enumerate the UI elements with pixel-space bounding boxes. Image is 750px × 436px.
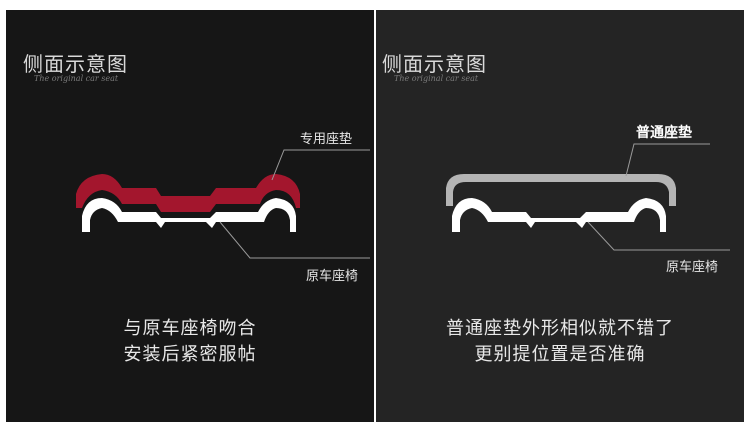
right-panel: 侧面示意图 The original car seat 普通座垫 原车座椅 普通… xyxy=(376,10,744,422)
generic-cushion-shape xyxy=(446,174,676,206)
caption-line-2: 更别提位置是否准确 xyxy=(474,344,646,365)
seat-diagram-fitted xyxy=(76,149,370,259)
seat-leader-line xyxy=(587,221,730,251)
panel-title: 侧面示意图 xyxy=(23,52,128,76)
original-seat-shape xyxy=(82,198,296,232)
panel-subtitle: The original car seat xyxy=(34,74,119,83)
original-seat-shape xyxy=(452,198,666,232)
fitted-cushion-shape xyxy=(76,174,300,212)
seat-label: 原车座椅 xyxy=(666,260,719,275)
panel-title: 侧面示意图 xyxy=(382,52,487,76)
left-panel: 侧面示意图 The original car seat 专用座垫 原车座椅 与原… xyxy=(6,10,374,422)
cushion-label: 专用座垫 xyxy=(300,132,353,147)
panel-subtitle: The original car seat xyxy=(394,74,479,83)
caption-line-2: 安装后紧密服帖 xyxy=(123,344,257,365)
caption-line-1: 普通座垫外形相似就不错了 xyxy=(446,318,674,339)
cushion-label: 普通座垫 xyxy=(636,125,692,141)
seat-label: 原车座椅 xyxy=(306,269,359,284)
seat-leader-line xyxy=(219,221,370,259)
cushion-leader-line xyxy=(271,149,370,181)
cushion-leader-line xyxy=(625,143,710,177)
seat-diagram-generic xyxy=(446,143,730,251)
caption-line-1: 与原车座椅吻合 xyxy=(123,318,257,339)
